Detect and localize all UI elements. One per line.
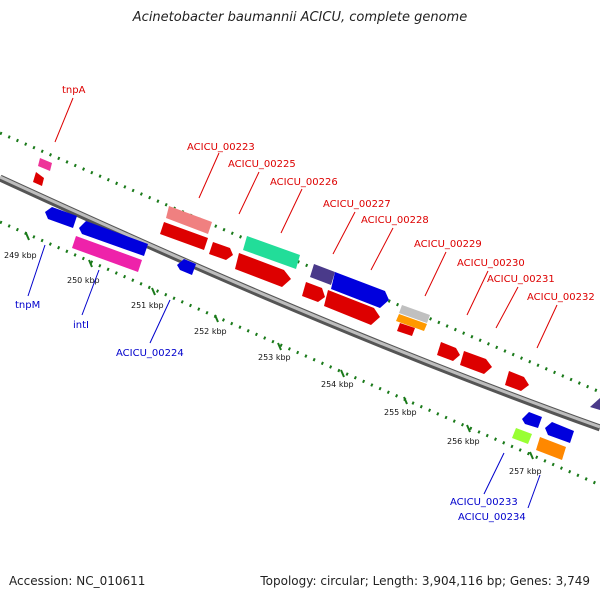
gene-feature[interactable] — [235, 253, 291, 287]
gene-label-acicu-00224[interactable]: ACICU_00224 — [116, 348, 184, 359]
gene-label-acicu-00233[interactable]: ACICU_00233 — [450, 497, 518, 508]
tick-label: 256 kbp — [447, 437, 480, 446]
gene-label-tnpm[interactable]: tnpM — [15, 300, 40, 311]
gene-feature[interactable] — [33, 172, 44, 186]
gene-feature[interactable] — [396, 314, 427, 331]
gene-feature[interactable] — [512, 428, 532, 444]
gene-feature[interactable] — [324, 290, 380, 325]
reverse-features — [45, 207, 600, 460]
tick-label: 252 kbp — [194, 327, 227, 336]
gene-feature[interactable] — [160, 222, 208, 250]
tick-labels: 249 kbp 250 kbp 251 kbp 252 kbp 253 kbp … — [4, 251, 542, 476]
gene-feature[interactable] — [38, 158, 52, 171]
gene-label-acicu-00234[interactable]: ACICU_00234 — [458, 512, 526, 523]
tick-label: 254 kbp — [321, 380, 354, 389]
gene-feature[interactable] — [460, 351, 492, 374]
footer-accession: Accession: NC_010611 — [9, 574, 146, 588]
gene-label-acicu-00228[interactable]: ACICU_00228 — [361, 215, 429, 226]
label-leaders-reverse — [27, 244, 541, 509]
gene-feature[interactable] — [177, 259, 196, 275]
gene-feature[interactable] — [45, 207, 77, 228]
tick-label: 257 kbp — [509, 467, 542, 476]
gene-label-acicu-00225[interactable]: ACICU_00225 — [228, 159, 296, 170]
label-leaders-forward — [54, 97, 558, 349]
genome-backbone — [0, 174, 600, 432]
gene-feature[interactable] — [397, 323, 415, 336]
gene-feature[interactable] — [166, 206, 212, 234]
gene-label-acicu-00232[interactable]: ACICU_00232 — [527, 292, 595, 303]
gene-label-acicu-00223[interactable]: ACICU_00223 — [187, 142, 255, 153]
gene-feature[interactable] — [243, 236, 300, 269]
gene-feature[interactable] — [590, 398, 600, 410]
tick-label: 250 kbp — [67, 276, 100, 285]
tick-label: 249 kbp — [4, 251, 37, 260]
map-title: Acinetobacter baumannii ACICU, complete … — [132, 10, 468, 25]
forward-features — [33, 158, 529, 391]
tick-label: 251 kbp — [131, 301, 164, 310]
gene-feature[interactable] — [536, 437, 566, 460]
tick-label: 255 kbp — [384, 408, 417, 417]
gene-feature[interactable] — [331, 272, 389, 308]
gene-feature[interactable] — [72, 236, 142, 272]
gene-feature[interactable] — [79, 221, 148, 256]
gene-label-acicu-00230[interactable]: ACICU_00230 — [457, 258, 525, 269]
gene-feature[interactable] — [310, 264, 335, 285]
tick-label: 253 kbp — [258, 353, 291, 362]
gene-feature[interactable] — [522, 412, 542, 428]
genome-backbone-highlight — [0, 175, 600, 429]
gene-label-acicu-00226[interactable]: ACICU_00226 — [270, 177, 338, 188]
inner-dotted-track — [0, 220, 600, 487]
gene-feature[interactable] — [399, 305, 430, 323]
gene-label-inti[interactable]: intI — [73, 320, 89, 331]
gene-label-acicu-00229[interactable]: ACICU_00229 — [414, 239, 482, 250]
gene-feature[interactable] — [437, 342, 460, 361]
outer-dotted-track — [0, 131, 600, 394]
gene-feature[interactable] — [302, 282, 325, 302]
gene-label-acicu-00231[interactable]: ACICU_00231 — [487, 274, 555, 285]
gene-feature[interactable] — [209, 242, 233, 260]
gene-labels: tnpA ACICU_00223 ACICU_00225 ACICU_00226… — [15, 85, 595, 523]
footer-topology: Topology: circular; Length: 3,904,116 bp… — [260, 574, 590, 588]
gene-label-acicu-00227[interactable]: ACICU_00227 — [323, 199, 391, 210]
gene-label-tnpa[interactable]: tnpA — [62, 85, 86, 96]
tick-marks — [25, 232, 534, 460]
gene-feature[interactable] — [545, 422, 574, 443]
gene-feature[interactable] — [505, 371, 529, 391]
